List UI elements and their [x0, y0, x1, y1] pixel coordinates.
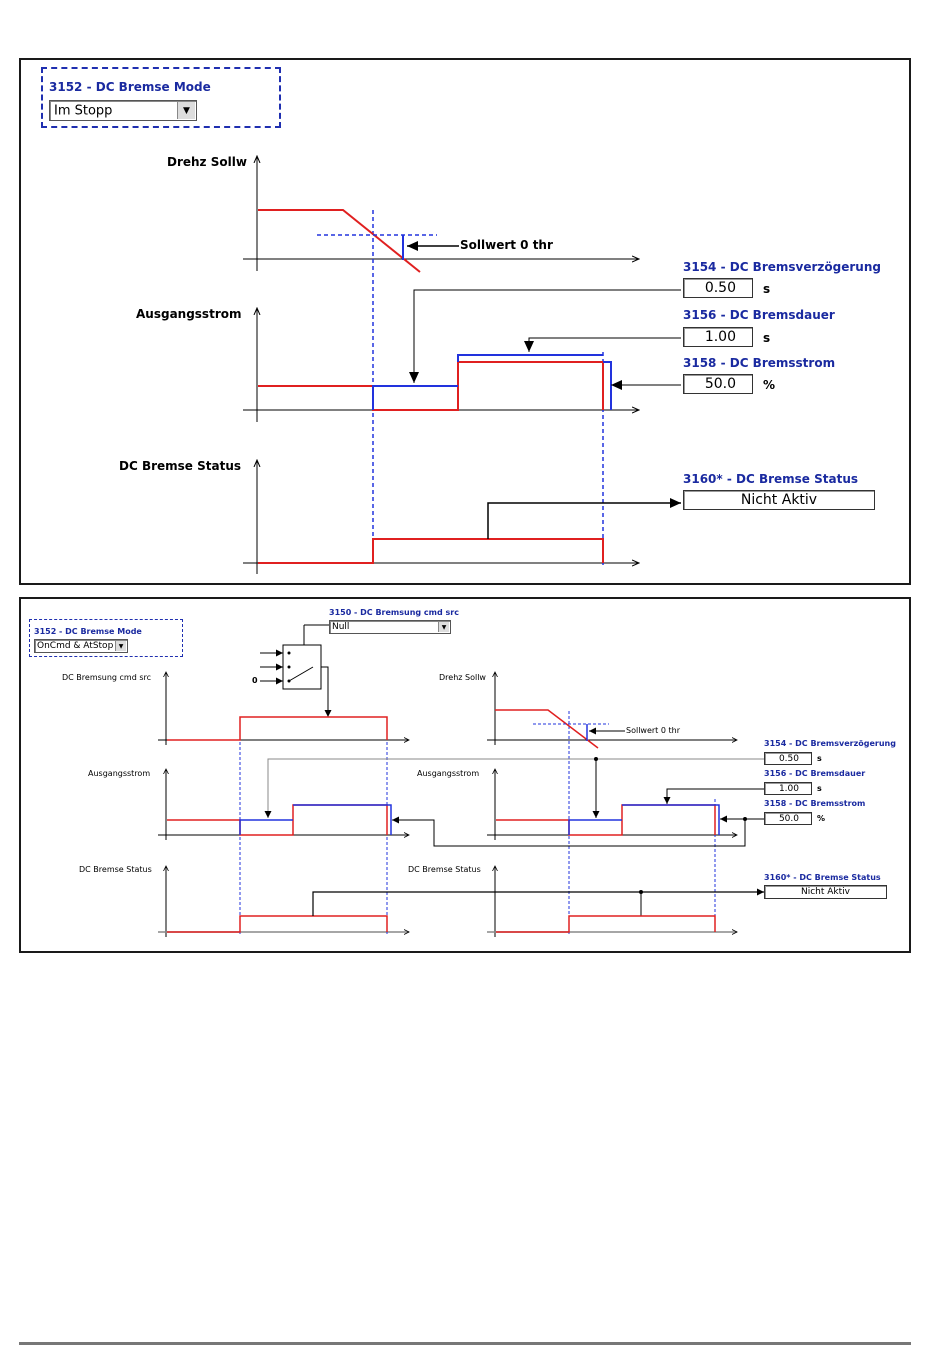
status-connector — [312, 888, 764, 916]
duration-input-2[interactable]: 1.00 — [764, 782, 812, 795]
timing-diagram-1 — [243, 60, 681, 574]
speed-reference-curve-2 — [495, 709, 599, 749]
threshold-label-2: Sollwert 0 thr — [626, 726, 680, 735]
current-param-title-2: 3158 - DC Bremsstrom — [764, 799, 866, 808]
delay-connector — [409, 289, 681, 383]
cmd-axis-label: DC Bremsung cmd src — [62, 673, 152, 682]
diagram-panel-stop-mode: 3152 - DC Bremse Mode Im Stopp ▼ Drehz S… — [19, 58, 911, 585]
duration-param-title-2: 3156 - DC Bremsdauer — [764, 769, 866, 778]
status-display: Nicht Aktiv — [683, 490, 875, 510]
switch-blade — [288, 666, 314, 682]
brake-mode-value-2: OnCmd & AtStop — [37, 641, 114, 651]
cmd-src-dropdown[interactable]: Null ▼ — [329, 620, 451, 634]
chevron-down-icon[interactable]: ▼ — [177, 102, 195, 119]
status-value-2: Nicht Aktiv — [801, 887, 850, 897]
duration-connector — [524, 337, 681, 352]
brake-mode-value: Im Stopp — [54, 103, 113, 118]
current-right-blue — [568, 804, 720, 835]
current-value: 50.0 — [704, 376, 736, 392]
status-value: Nicht Aktiv — [740, 492, 818, 508]
switch-contact-2 — [287, 665, 291, 669]
delay-connector-left — [264, 758, 764, 818]
duration-value: 1.00 — [704, 329, 736, 345]
cmd-src-title: 3150 - DC Bremsung cmd src — [329, 608, 459, 617]
speed-axis-label-2: Drehz Sollw — [439, 673, 486, 682]
duration-connector-2 — [663, 788, 764, 804]
brake-mode-dropdown[interactable]: Im Stopp ▼ — [49, 100, 197, 121]
status-right-axis-label: DC Bremse Status — [408, 865, 481, 874]
brake-status-curve — [258, 538, 604, 564]
current-param-connector-left — [392, 816, 746, 847]
delay-param-title: 3154 - DC Bremsverzögerung — [683, 260, 881, 274]
speed-reference-curve — [258, 209, 421, 273]
delay-unit: s — [763, 282, 771, 296]
brake-current-blue — [372, 354, 612, 410]
duration-value-2: 1.00 — [778, 783, 799, 794]
status-connector — [487, 498, 681, 539]
cmd-src-value: Null — [332, 622, 350, 632]
status-param-title-2: 3160* - DC Bremse Status — [764, 873, 881, 882]
switch-contact-1 — [287, 651, 291, 655]
current-unit: % — [763, 378, 776, 392]
status-right-curve — [496, 915, 716, 933]
current-unit-2: % — [817, 814, 826, 823]
duration-unit-2: s — [817, 784, 822, 793]
brake-mode-group: 3152 - DC Bremse Mode Im Stopp ▼ — [41, 67, 281, 128]
status-param-title: 3160* - DC Bremse Status — [683, 472, 859, 486]
speed-axis-label: Drehz Sollw — [167, 155, 247, 169]
duration-unit: s — [763, 331, 771, 345]
duration-param-title: 3156 - DC Bremsdauer — [683, 308, 835, 322]
threshold-label: Sollwert 0 thr — [460, 238, 553, 252]
current-right-axis-label: Ausgangsstrom — [417, 769, 480, 778]
delay-value: 0.50 — [704, 280, 736, 296]
delay-param-title-2: 3154 - DC Bremsverzögerung — [764, 739, 896, 748]
current-input-2[interactable]: 50.0 — [764, 812, 812, 825]
delay-unit-2: s — [817, 754, 822, 763]
chevron-down-icon[interactable]: ▼ — [115, 641, 126, 651]
status-display-2: Nicht Aktiv — [764, 885, 887, 899]
current-param-title: 3158 - DC Bremsstrom — [683, 356, 836, 370]
chevron-down-icon[interactable]: ▼ — [438, 622, 449, 632]
current-input[interactable]: 50.0 — [683, 374, 753, 394]
delay-input[interactable]: 0.50 — [683, 278, 753, 298]
cmd-src-curve — [167, 716, 388, 741]
brake-mode-dropdown-2[interactable]: OnCmd & AtStop ▼ — [34, 639, 128, 653]
switch-output — [321, 666, 332, 717]
delay-value-2: 0.50 — [778, 753, 799, 764]
brake-mode-title-2: 3152 - DC Bremse Mode — [34, 627, 142, 636]
footer-divider — [19, 1342, 911, 1345]
timing-diagram-2 — [158, 624, 764, 937]
diagram-panel-oncmd-mode: 3152 - DC Bremse Mode OnCmd & AtStop ▼ 3… — [19, 597, 911, 953]
delay-input-2[interactable]: 0.50 — [764, 752, 812, 765]
current-left-axis-label: Ausgangsstrom — [88, 769, 151, 778]
duration-input[interactable]: 1.00 — [683, 327, 753, 347]
status-axis-label: DC Bremse Status — [119, 459, 242, 473]
brake-mode-title: 3152 - DC Bremse Mode — [49, 80, 211, 94]
brake-mode-group-2: 3152 - DC Bremse Mode OnCmd & AtStop ▼ — [29, 619, 183, 657]
status-left-curve — [167, 915, 388, 933]
current-left-blue — [239, 804, 392, 835]
current-value-2: 50.0 — [778, 813, 799, 824]
status-left-axis-label: DC Bremse Status — [79, 865, 152, 874]
current-axis-label: Ausgangsstrom — [136, 307, 242, 321]
switch-input-label: 0 — [252, 676, 258, 685]
